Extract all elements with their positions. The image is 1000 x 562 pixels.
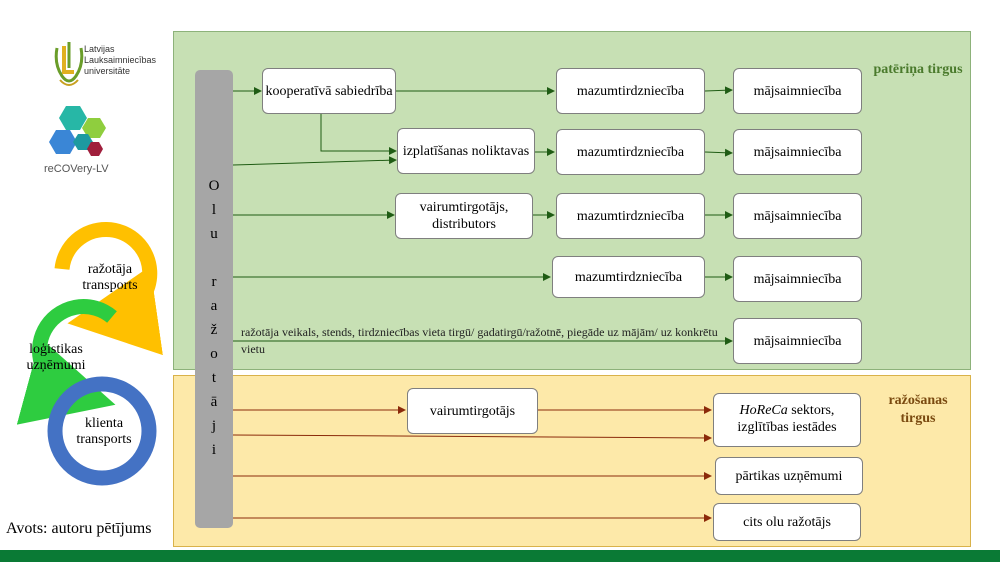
arrow-retail-to-household-1: [704, 86, 733, 95]
retail-node-1: mazumtirdzniecība: [556, 68, 705, 114]
household-node-1: mājsaimniecība: [733, 68, 862, 114]
household-node-5: mājsaimniecība: [733, 318, 862, 364]
producer-letter: a: [210, 298, 218, 314]
producer-letter: u: [210, 226, 218, 242]
cooperative-node: kooperatīvā sabiedrība: [262, 68, 396, 114]
cycle-step-producer-transport: ražotāja transports: [82, 262, 138, 293]
producer-letter: r: [211, 274, 217, 290]
footer-bar: [0, 550, 1000, 562]
direct-sales-note: ražotāja veikals, stends, tirdzniecības …: [241, 325, 718, 356]
retail-node-4: mazumtirdzniecība: [552, 256, 705, 298]
cycle-arc-producer-transport: [54, 221, 163, 356]
wholesaler-distributor-node: vairumtirgotājs, distributors: [395, 193, 533, 239]
retail-node-2: mazumtirdzniecība: [556, 129, 705, 175]
cycle-step-logistics: loģistikas uzņēmumi: [26, 342, 86, 373]
cycle-arc-logistics: [16, 299, 117, 425]
wholesaler-node: vairumtirgotājs: [407, 388, 538, 434]
producer-letter: ž: [210, 322, 218, 338]
household-node-4: mājsaimniecība: [733, 256, 862, 302]
university-name: Latvijas Lauksaimniecības universitāte: [84, 44, 157, 76]
arrow-producer-to-horeca: [232, 433, 712, 442]
other-producer-node: cits olu ražotājs: [713, 503, 861, 541]
horeca-label: HoReCa: [739, 403, 788, 418]
horeca-node: HoReCa sektors, izglītības iestādes: [713, 393, 861, 447]
warehouses-node: izplatīšanas noliktavas: [397, 128, 535, 174]
arrow-retail-to-household-2: [704, 148, 733, 157]
producer-letter: ā: [210, 394, 218, 410]
consumer-market-label: patēriņa tirgus: [873, 62, 963, 77]
arrow-cooperative-to-warehouses: [320, 114, 397, 155]
producer-letter: o: [210, 346, 218, 362]
logistics-cycle-diagram: [16, 221, 163, 486]
cycle-step-client-transport: klienta transports: [76, 416, 132, 447]
producer-letter: i: [211, 442, 217, 458]
production-market-label: ražošanas tirgus: [888, 393, 948, 426]
egg-producers-pillar: O l u r a ž o t ā j i: [195, 70, 233, 528]
recovery-logo-icon: [49, 106, 106, 156]
arrow-producer-to-warehouses: [232, 156, 397, 166]
food-companies-node: pārtikas uzņēmumi: [715, 457, 863, 495]
project-name: reCOVery-LV: [44, 163, 109, 175]
university-logo-icon: [54, 42, 84, 86]
horeca-rest-label: sektors, izglītības iestādes: [737, 403, 837, 435]
cycle-ring-client-transport: [47, 376, 157, 486]
producer-letter: j: [211, 418, 217, 434]
household-node-2: mājsaimniecība: [733, 129, 862, 175]
producer-letter: l: [211, 202, 217, 218]
producer-letter: O: [208, 178, 220, 194]
household-node-3: mājsaimniecība: [733, 193, 862, 239]
source-note: Avots: autoru pētījums: [6, 520, 152, 537]
producer-letter: t: [211, 370, 217, 386]
retail-node-3: mazumtirdzniecība: [556, 193, 705, 239]
